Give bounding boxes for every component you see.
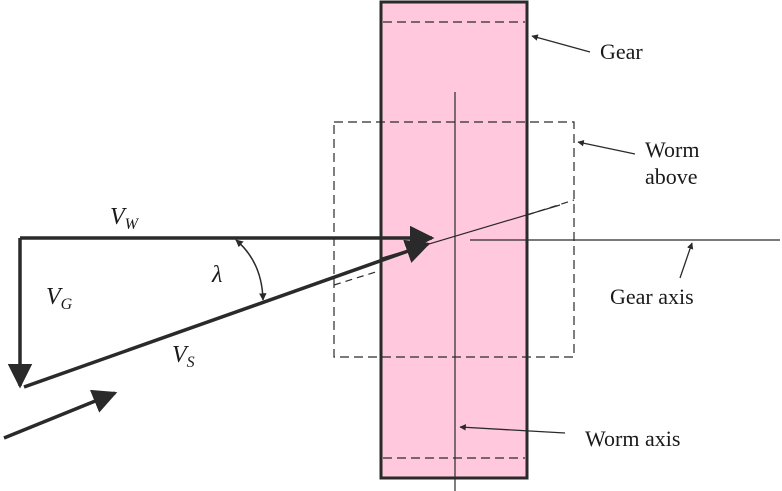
worm-axis-label: Worm axis <box>585 426 680 451</box>
lambda-angle-arc <box>235 239 267 301</box>
vg-symbol: VG <box>46 284 73 313</box>
vw-symbol: VW <box>110 204 140 233</box>
gear-label: Gear <box>600 39 643 64</box>
worm-above-label-line1: Worm <box>645 137 699 162</box>
lambda-symbol: λ <box>211 262 222 288</box>
vs-vector <box>23 239 431 389</box>
gear-axis-leader-arrow <box>679 242 694 279</box>
vs-symbol: VS <box>172 342 195 371</box>
gear-axis-label: Gear axis <box>610 284 694 309</box>
worm-above-label-line2: above <box>645 164 698 189</box>
worm-thread-dashed-right <box>526 199 575 216</box>
direction-arrow <box>3 389 118 440</box>
worm-above-leader-arrow <box>577 140 636 155</box>
gear-leader-arrow <box>531 34 591 53</box>
worm-axis-leader-arrow <box>459 424 566 434</box>
worm-thread-dashed-left <box>333 269 383 286</box>
